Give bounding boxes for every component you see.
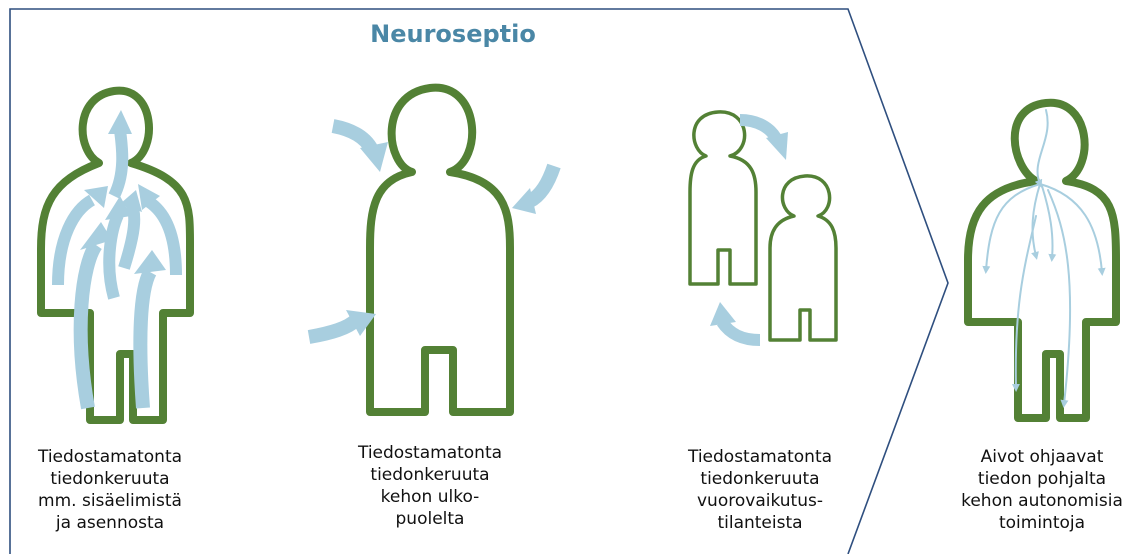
caption-interaction-line-4: tilanteista	[717, 513, 802, 533]
caption-internal-line-4: ja asennosta	[55, 513, 164, 533]
caption-external-line-2: tiedonkeruuta	[370, 465, 489, 485]
caption-brain-line-3: kehon autonomisia	[961, 491, 1123, 511]
body-outline-internal	[37, 86, 195, 424]
caption-external-line-4: puolelta	[396, 509, 465, 529]
caption-interaction: Tiedostamatonta tiedonkeruuta vuorovaiku…	[687, 447, 832, 533]
caption-brain-line-4: toimintoja	[999, 513, 1085, 533]
caption-brain-line-1: Aivot ohjaavat	[981, 447, 1104, 467]
caption-brain: Aivot ohjaavat tiedon pohjalta kehon aut…	[961, 447, 1123, 533]
body-outline-child	[768, 174, 838, 342]
diagram-title: Neuroseptio	[370, 20, 536, 48]
chevron-frame	[9, 8, 949, 554]
arrows-interaction	[710, 114, 788, 346]
body-outline-external	[366, 83, 514, 416]
caption-internal-line-1: Tiedostamatonta	[37, 447, 182, 467]
figure-interaction	[688, 110, 838, 346]
caption-brain-line-2: tiedon pohjalta	[978, 469, 1106, 489]
figure-internal	[37, 86, 195, 424]
body-outline-brain	[964, 98, 1120, 422]
arrows-brain	[982, 109, 1106, 408]
figure-brain	[964, 98, 1120, 422]
arrows-external	[307, 119, 561, 344]
caption-interaction-line-1: Tiedostamatonta	[687, 447, 832, 467]
caption-internal-line-2: tiedonkeruuta	[50, 469, 169, 489]
caption-internal-line-3: mm. sisäelimistä	[38, 491, 182, 511]
arrows-internal	[52, 110, 182, 410]
body-outline-adult	[688, 110, 758, 286]
caption-external-line-3: kehon ulko-	[381, 487, 480, 507]
caption-interaction-line-2: tiedonkeruuta	[700, 469, 819, 489]
figure-external	[307, 83, 561, 416]
caption-external: Tiedostamatonta tiedonkeruuta kehon ulko…	[357, 443, 502, 529]
caption-internal: Tiedostamatonta tiedonkeruuta mm. sisäel…	[37, 447, 182, 533]
caption-external-line-1: Tiedostamatonta	[357, 443, 502, 463]
caption-interaction-line-3: vuorovaikutus-	[697, 491, 823, 511]
